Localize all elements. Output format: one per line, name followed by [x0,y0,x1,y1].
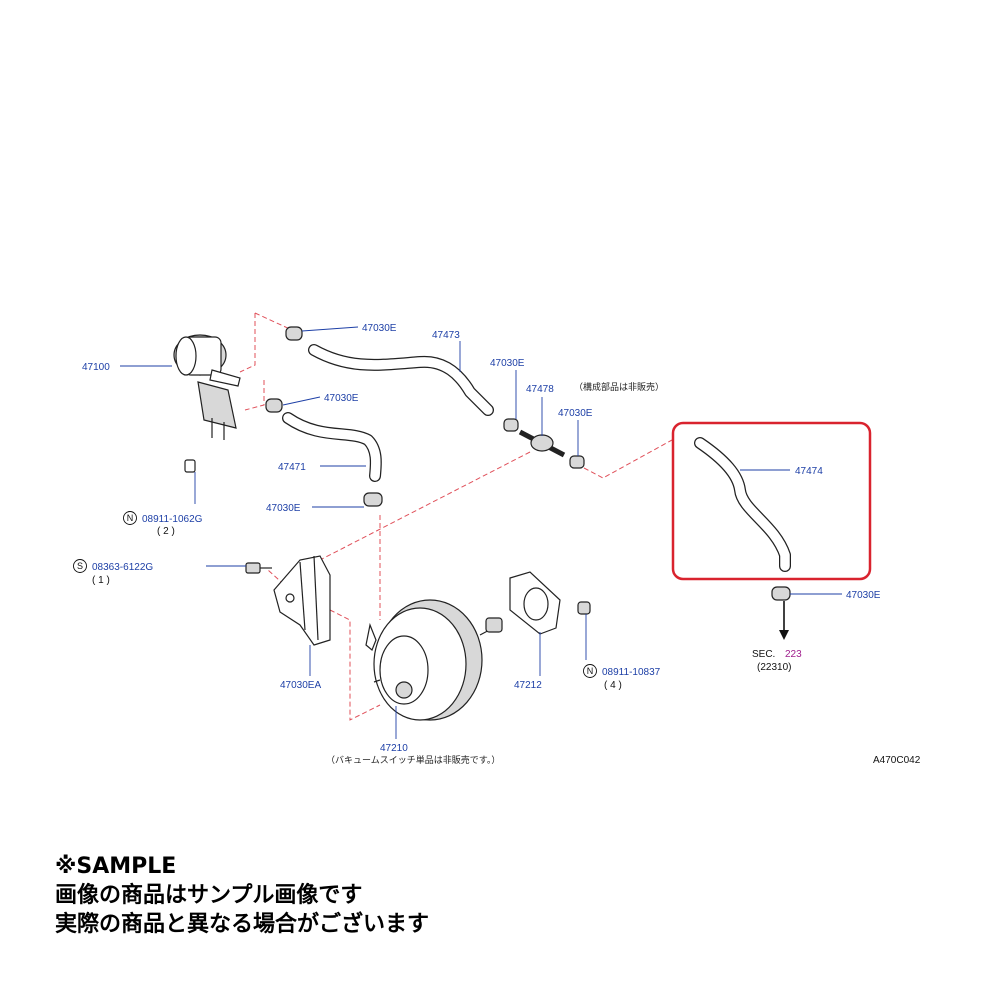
note-components-not-sold: （構成部品は非販売） [574,381,664,393]
label-47030e-1: 47030E [362,323,397,334]
fastener-n-2: N 08911-10837 ( 4 ) [583,664,661,691]
label-47471: 47471 [278,462,306,473]
fastener-n-2-letter: N [587,666,594,676]
clamp-47030e-3 [503,418,519,432]
caption-line-2: 画像の商品はサンプル画像です [55,883,363,908]
section-reference: SEC. 223 (22310) [752,649,802,673]
label-47030e-2: 47030E [324,393,359,404]
label-47030e-5: 47030E [266,503,301,514]
fastener-n-2-code: 08911-10837 [602,667,661,678]
caption-line-3: 実際の商品と異なる場合がございます [55,912,430,937]
fastener-n-1-qty: ( 2 ) [157,526,175,537]
section-arrow [779,601,789,640]
highlight-box [671,421,872,581]
label-47478: 47478 [526,384,554,395]
clamp-47030e-4 [569,455,585,469]
caption-line-1: ※SAMPLE [55,854,177,879]
figure-code: A470C042 [873,755,921,766]
fastener-s-1-letter: S [77,561,83,571]
sample-caption: ※SAMPLE 画像の商品はサンプル画像です 実際の商品と異なる場合がございます [55,852,429,939]
clamp-47030e-6 [771,586,791,601]
clamp-47030e-1 [285,326,303,341]
label-47030ea: 47030EA [280,680,321,691]
section-label: SEC. [752,649,775,660]
label-47212: 47212 [514,680,542,691]
fastener-s-1-qty: ( 1 ) [92,575,110,586]
fastener-n-1-letter: N [127,513,134,523]
clamp-47030e-2 [265,398,283,413]
label-47100: 47100 [82,362,110,373]
section-number: 223 [785,649,802,660]
gasket-47212 [509,571,591,635]
fastener-n-2-qty: ( 4 ) [604,680,622,691]
fastener-s-1-code: 08363-6122G [92,562,153,573]
hose-47473 [308,344,494,416]
clamps [265,326,791,601]
note-vacuum-switch-not-sold: （バキュームスイッチ単品は非販売です。） [326,754,500,766]
bracket-47030ea [245,555,331,646]
section-sub: (22310) [757,662,791,673]
label-47210: 47210 [380,743,408,754]
part-labels: 47100 47030E 47473 47030E 47030E 47478 4… [82,323,881,754]
check-valve-47478 [518,429,566,458]
leader-lines [120,326,842,739]
label-47030e-6: 47030E [846,590,881,601]
hose-47471 [282,412,382,482]
label-47030e-3: 47030E [490,358,525,369]
clamp-47030e-5 [363,492,383,507]
fastener-n-1: N 08911-1062G ( 2 ) [123,511,203,537]
label-47030e-4: 47030E [558,408,593,419]
label-47473: 47473 [432,330,460,341]
label-47474: 47474 [795,466,823,477]
fastener-s-1: S 08363-6122G ( 1 ) [73,559,153,586]
brake-booster-47210 [365,599,503,721]
fastener-n-1-code: 08911-1062G [142,514,203,525]
vacuum-tank-47100 [173,334,241,473]
hose-47474 [694,437,791,572]
